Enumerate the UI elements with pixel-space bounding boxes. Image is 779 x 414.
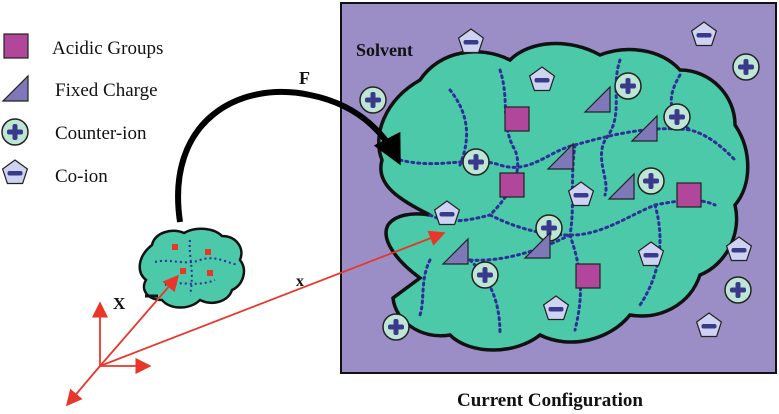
legend-item-fixed-charge: Fixed Charge	[2, 75, 158, 102]
counter-ion-icon	[732, 53, 760, 81]
counter-ion-icon	[471, 261, 499, 289]
legend-label: Fixed Charge	[55, 80, 158, 101]
force-label: F	[299, 68, 310, 88]
counter-ion-icon	[359, 86, 387, 114]
square-icon	[3, 33, 29, 59]
current-position-label: x	[296, 273, 304, 290]
acidic-group-icon	[180, 268, 186, 274]
acidic-group-icon	[504, 106, 530, 132]
caption: Current Configuration	[457, 390, 643, 411]
acidic-group-icon	[207, 270, 213, 276]
counter-ion-icon	[614, 72, 642, 100]
legend-label: Counter-ion	[55, 123, 147, 144]
counter-ion-icon	[724, 276, 752, 304]
plus-circle-icon	[1, 118, 29, 146]
reference-position-label: X	[113, 294, 126, 313]
counter-ion-icon	[663, 103, 691, 131]
acidic-group-icon	[676, 182, 702, 208]
acidic-group-icon	[205, 249, 211, 255]
counter-ion-icon	[637, 167, 665, 195]
acidic-group-icon	[499, 172, 525, 198]
reference-position-vector	[99, 274, 180, 367]
acidic-group-icon	[172, 244, 178, 250]
acidic-group-icon	[575, 263, 601, 289]
counter-ion-icon	[462, 148, 490, 176]
legend: Acidic Groups Fixed Charge Counter-ion C…	[1, 33, 163, 187]
minus-pentagon-icon	[2, 159, 28, 185]
legend-item-acidic-groups: Acidic Groups	[3, 33, 163, 59]
deformation-arrow	[175, 89, 401, 223]
legend-label: Co-ion	[55, 166, 108, 187]
triangle-icon	[2, 75, 29, 102]
legend-item-co-ion: Co-ion	[2, 159, 108, 187]
coordinate-axes	[65, 301, 152, 407]
solvent-label: Solvent	[356, 40, 413, 60]
current-position-vector	[99, 230, 446, 367]
legend-item-counter-ion: Counter-ion	[1, 118, 147, 146]
legend-label: Acidic Groups	[52, 38, 163, 59]
counter-ion-icon	[382, 313, 410, 341]
